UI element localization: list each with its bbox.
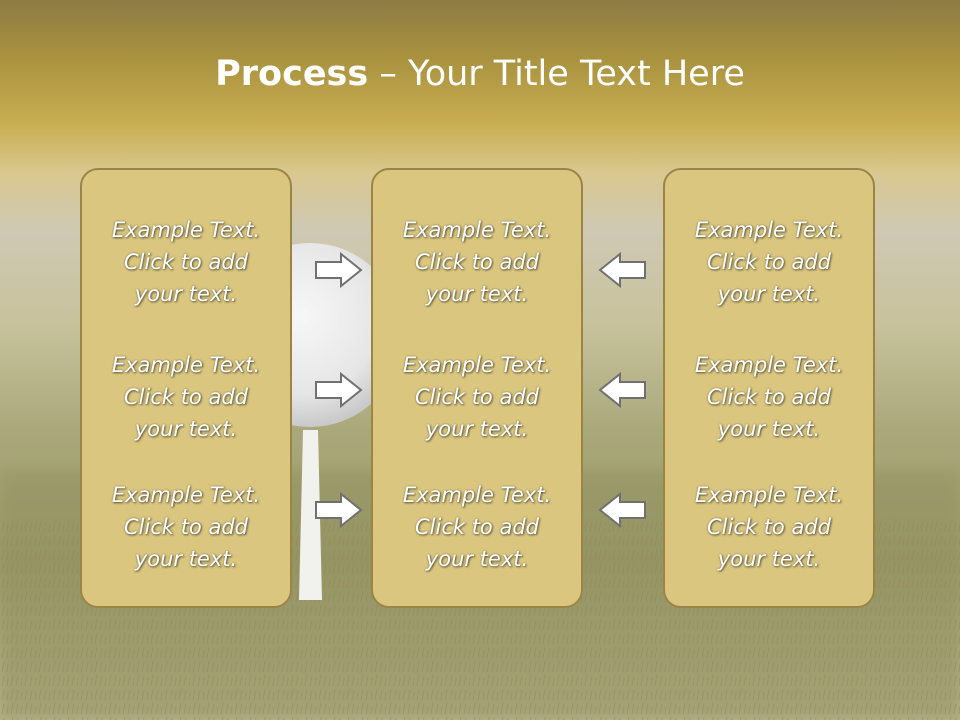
text-placeholder[interactable]: Example Text. Click to add your text. xyxy=(373,349,581,445)
item-line: Example Text. xyxy=(111,218,261,242)
item-line: Example Text. xyxy=(402,218,552,242)
item-line: Click to add xyxy=(414,515,539,539)
item-line: Click to add xyxy=(706,385,831,409)
right-arrow-icon xyxy=(315,491,363,529)
item-line: Example Text. xyxy=(402,353,552,377)
item-line: Example Text. xyxy=(402,483,552,507)
item-line: your text. xyxy=(717,547,821,571)
item-line: Example Text. xyxy=(694,353,844,377)
item-line: your text. xyxy=(425,282,529,306)
title-rest: – Your Title Text Here xyxy=(368,54,745,94)
text-placeholder[interactable]: Example Text. Click to add your text. xyxy=(373,479,581,575)
item-line: your text. xyxy=(134,417,238,441)
left-panel: Example Text. Click to add your text. Ex… xyxy=(80,168,292,608)
text-placeholder[interactable]: Example Text. Click to add your text. xyxy=(373,214,581,310)
right-panel: Example Text. Click to add your text. Ex… xyxy=(663,168,875,608)
left-arrow-icon xyxy=(598,371,646,409)
item-line: your text. xyxy=(134,547,238,571)
item-line: Example Text. xyxy=(111,483,261,507)
middle-panel: Example Text. Click to add your text. Ex… xyxy=(371,168,583,608)
right-arrow-icon xyxy=(315,251,363,289)
item-line: Click to add xyxy=(706,250,831,274)
item-line: Click to add xyxy=(706,515,831,539)
item-line: Click to add xyxy=(123,515,248,539)
item-line: your text. xyxy=(717,282,821,306)
text-placeholder[interactable]: Example Text. Click to add your text. xyxy=(82,349,290,445)
item-line: Example Text. xyxy=(694,483,844,507)
item-line: Click to add xyxy=(123,250,248,274)
left-arrow-icon xyxy=(598,491,646,529)
item-line: your text. xyxy=(425,547,529,571)
text-placeholder[interactable]: Example Text. Click to add your text. xyxy=(665,479,873,575)
title-bold: Process xyxy=(215,54,369,94)
slide-title: Process – Your Title Text Here xyxy=(0,52,960,96)
text-placeholder[interactable]: Example Text. Click to add your text. xyxy=(665,349,873,445)
item-line: Click to add xyxy=(414,250,539,274)
left-arrow-icon xyxy=(598,251,646,289)
item-line: your text. xyxy=(425,417,529,441)
item-line: your text. xyxy=(717,417,821,441)
text-placeholder[interactable]: Example Text. Click to add your text. xyxy=(665,214,873,310)
text-placeholder[interactable]: Example Text. Click to add your text. xyxy=(82,214,290,310)
item-line: Click to add xyxy=(414,385,539,409)
item-line: your text. xyxy=(134,282,238,306)
item-line: Example Text. xyxy=(111,353,261,377)
right-arrow-icon xyxy=(315,371,363,409)
text-placeholder[interactable]: Example Text. Click to add your text. xyxy=(82,479,290,575)
item-line: Click to add xyxy=(123,385,248,409)
item-line: Example Text. xyxy=(694,218,844,242)
